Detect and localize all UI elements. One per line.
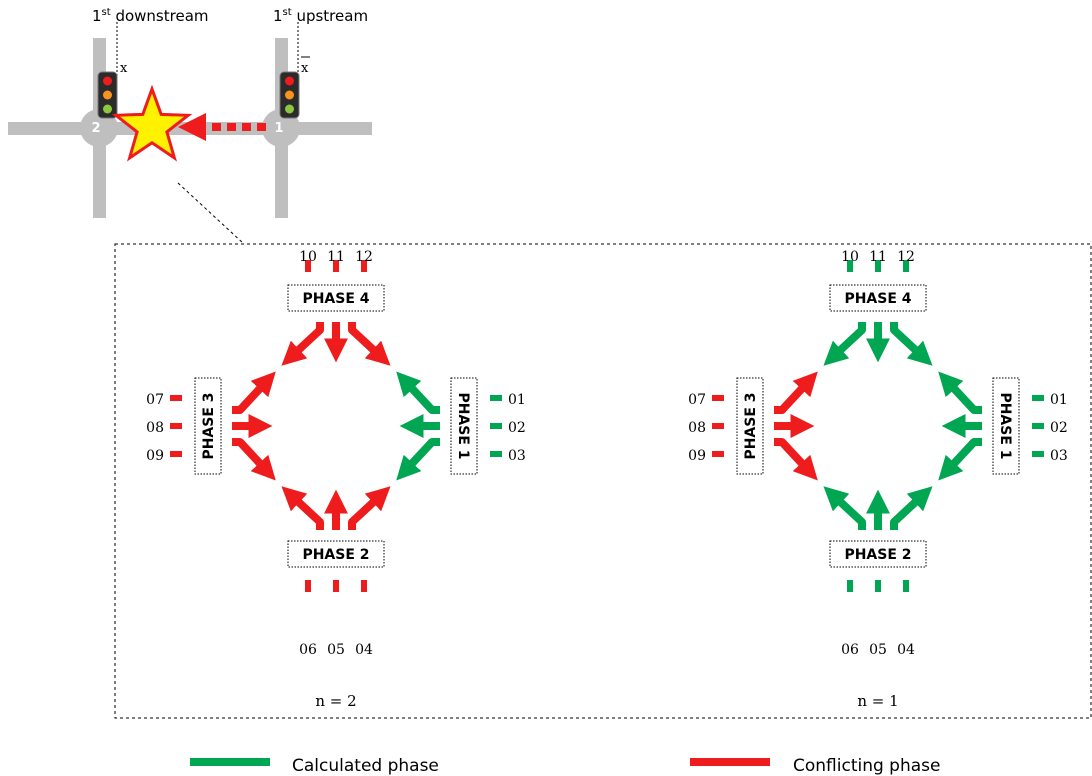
phase-box [287, 540, 385, 568]
phase-label: PHASE 1 [997, 392, 1013, 459]
phase-panel-frame [114, 243, 1092, 719]
movement-number: 07 [146, 392, 164, 408]
upstream-label: 1st upstream [273, 7, 368, 25]
phase-box [992, 377, 1020, 475]
phase-box [829, 284, 927, 312]
traffic-light-upstream [279, 71, 300, 119]
movement-number: 08 [146, 420, 164, 436]
movement-number: 03 [1050, 448, 1068, 464]
movement-number: 06 [841, 642, 859, 658]
x-label: x [120, 61, 128, 76]
panel-n-label: n = 2 [315, 692, 356, 710]
phase-label: PHASE 1 [455, 392, 471, 459]
movement-arrow [348, 486, 391, 530]
movement-number: 12 [355, 249, 373, 265]
upstream-to-downstream-arrow [178, 113, 266, 141]
movement-number: 01 [1050, 392, 1068, 408]
movement-arrow [890, 322, 933, 366]
movement-number: 11 [327, 249, 345, 265]
movement-arrow [823, 486, 866, 530]
movement-arrow [232, 371, 276, 414]
phase-box [194, 377, 222, 475]
movement-number: 09 [688, 448, 706, 464]
movement-number: 02 [1050, 420, 1068, 436]
movement-arrow [396, 438, 440, 481]
legend: Calculated phase Conflicting phase [190, 756, 940, 776]
phase-group-p4: PHASE 4 10 11 12 [281, 249, 391, 366]
movement-arrow [774, 371, 818, 414]
phase-group-p4: PHASE 4 10 11 12 [823, 249, 933, 366]
phase-group-p2: PHASE 2 06 05 04 [281, 486, 391, 658]
movement-number: 06 [299, 642, 317, 658]
movement-arrow [938, 438, 982, 481]
zoom-callout-line [177, 182, 245, 245]
movement-number: 08 [688, 420, 706, 436]
legend-conflicting-swatch [690, 758, 770, 766]
movement-number: 10 [841, 249, 859, 265]
phase-group-p1: PHASE 1 01 02 03 [938, 371, 1068, 481]
phase-group-p3: PHASE 3 07 08 09 [688, 371, 818, 481]
legend-conflicting-label: Conflicting phase [793, 756, 940, 776]
phase-group-p1: PHASE 1 01 02 03 [396, 371, 526, 481]
movement-arrow [890, 486, 933, 530]
movement-number: 01 [508, 392, 526, 408]
movement-number: 03 [508, 448, 526, 464]
legend-calculated-label: Calculated phase [292, 756, 439, 776]
phase-box [287, 284, 385, 312]
movement-number: 04 [355, 642, 373, 658]
phase-group-p2: PHASE 2 06 05 04 [823, 486, 933, 658]
movement-arrow [281, 322, 324, 366]
movement-arrow [232, 438, 276, 481]
movement-number: 05 [869, 642, 887, 658]
movement-arrow [396, 371, 440, 414]
movement-arrow [774, 438, 818, 481]
phase-label: PHASE 4 [844, 291, 911, 307]
phase-box [829, 540, 927, 568]
phase-label: PHASE 2 [844, 547, 911, 563]
legend-calculated-swatch [190, 758, 270, 766]
x-bar-label: x [301, 61, 309, 76]
intersection-diagram: 2 1 1st downstream 1st upstream x x [8, 7, 372, 245]
phase-box [736, 377, 764, 475]
movement-number: 11 [869, 249, 887, 265]
phase-label: PHASE 2 [302, 547, 369, 563]
phase-label: PHASE 3 [201, 392, 217, 459]
panel-n-label: n = 1 [857, 692, 898, 710]
movement-number: 12 [897, 249, 915, 265]
movement-number: 04 [897, 642, 915, 658]
movement-number: 05 [327, 642, 345, 658]
phase-group-p3: PHASE 3 07 08 09 [146, 371, 276, 481]
phase-box [450, 377, 478, 475]
phase-label: PHASE 4 [302, 291, 369, 307]
node-label-2: 2 [91, 121, 100, 136]
movement-number: 10 [299, 249, 317, 265]
movement-arrow [938, 371, 982, 414]
downstream-label: 1st downstream [92, 7, 209, 25]
movement-arrow [348, 322, 391, 366]
movement-arrow [281, 486, 324, 530]
phase-label: PHASE 3 [743, 392, 759, 459]
traffic-light-downstream [97, 71, 118, 119]
node-label-1: 1 [274, 121, 283, 136]
movement-number: 07 [688, 392, 706, 408]
movement-arrow [823, 322, 866, 366]
conflict-star-icon [111, 84, 193, 162]
movement-number: 09 [146, 448, 164, 464]
movement-number: 02 [508, 420, 526, 436]
